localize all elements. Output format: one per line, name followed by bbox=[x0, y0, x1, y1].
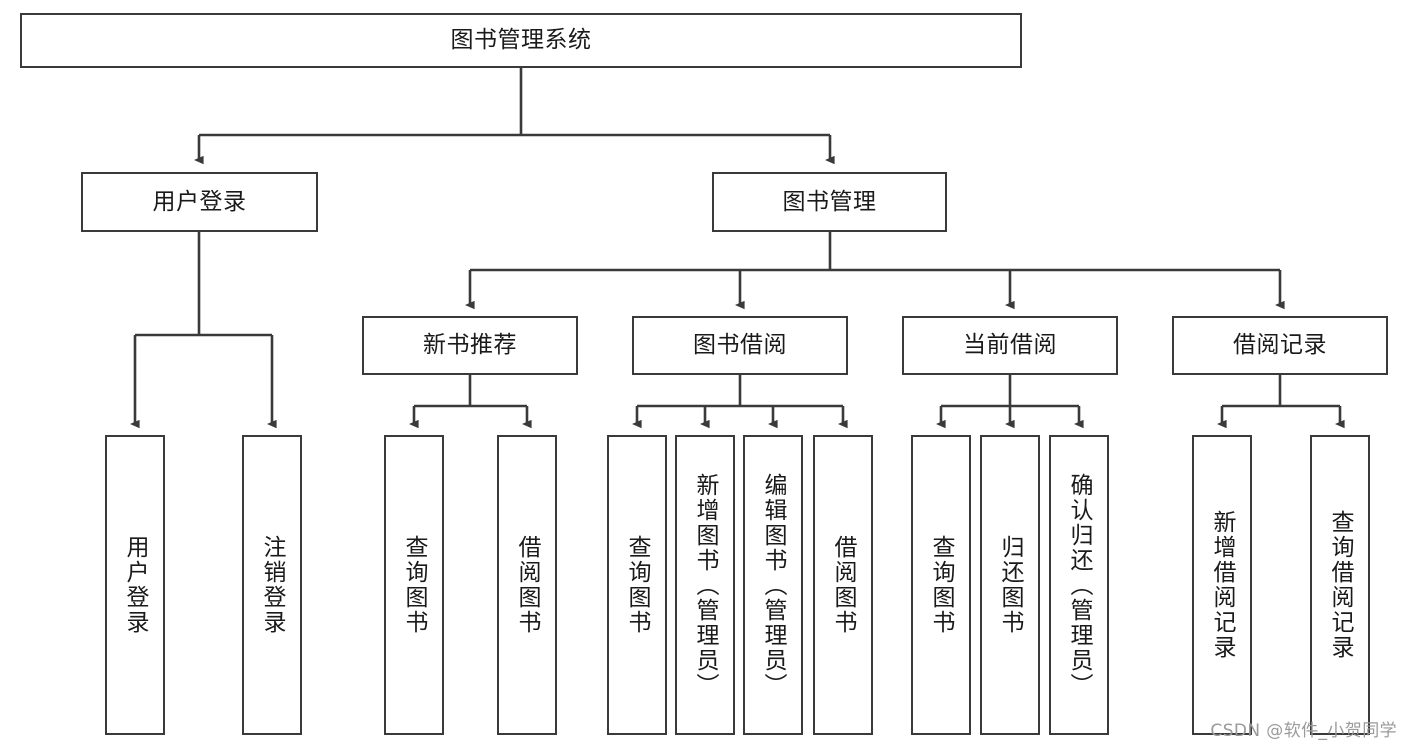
node-new-book-recommend-label: 新书推荐 bbox=[423, 332, 517, 359]
node-leaf-borrow-book-1-label: 借阅图书 bbox=[514, 535, 541, 635]
node-leaf-edit-book[interactable]: 编辑图书（管理员） bbox=[743, 435, 803, 735]
node-user-login[interactable]: 用户登录 bbox=[81, 172, 318, 232]
node-current-borrow[interactable]: 当前借阅 bbox=[902, 316, 1118, 375]
node-book-management-label: 图书管理 bbox=[782, 188, 877, 215]
node-leaf-confirm-return[interactable]: 确认归还（管理员） bbox=[1049, 435, 1109, 735]
node-book-borrow[interactable]: 图书借阅 bbox=[632, 316, 848, 375]
node-leaf-query-book-3[interactable]: 查询图书 bbox=[911, 435, 971, 735]
node-current-borrow-label: 当前借阅 bbox=[963, 332, 1057, 359]
node-leaf-user-login[interactable]: 用户登录 bbox=[105, 435, 165, 735]
node-root-system-label: 图书管理系统 bbox=[450, 27, 592, 54]
node-leaf-query-book-1-label: 查询图书 bbox=[401, 535, 428, 635]
node-borrow-record-label: 借阅记录 bbox=[1233, 332, 1327, 359]
node-leaf-logout-label: 注销登录 bbox=[259, 535, 286, 635]
node-root-system[interactable]: 图书管理系统 bbox=[20, 13, 1022, 68]
node-leaf-borrow-book-2[interactable]: 借阅图书 bbox=[813, 435, 873, 735]
node-book-borrow-label: 图书借阅 bbox=[693, 332, 787, 359]
node-leaf-query-book-3-label: 查询图书 bbox=[928, 535, 955, 635]
node-borrow-record[interactable]: 借阅记录 bbox=[1172, 316, 1388, 375]
node-leaf-return-book[interactable]: 归还图书 bbox=[980, 435, 1040, 735]
node-leaf-add-record-label: 新增借阅记录 bbox=[1209, 510, 1236, 660]
node-leaf-query-book-2-label: 查询图书 bbox=[624, 535, 651, 635]
node-leaf-query-record[interactable]: 查询借阅记录 bbox=[1310, 435, 1370, 735]
node-leaf-user-login-label: 用户登录 bbox=[122, 535, 149, 635]
node-leaf-logout[interactable]: 注销登录 bbox=[242, 435, 302, 735]
node-leaf-add-book[interactable]: 新增图书（管理员） bbox=[675, 435, 735, 735]
node-leaf-add-record[interactable]: 新增借阅记录 bbox=[1192, 435, 1252, 735]
node-leaf-add-book-label: 新增图书（管理员） bbox=[692, 472, 719, 698]
node-leaf-query-book-1[interactable]: 查询图书 bbox=[384, 435, 444, 735]
node-leaf-query-book-2[interactable]: 查询图书 bbox=[607, 435, 667, 735]
node-leaf-return-book-label: 归还图书 bbox=[997, 535, 1024, 635]
node-leaf-edit-book-label: 编辑图书（管理员） bbox=[760, 472, 787, 698]
node-new-book-recommend[interactable]: 新书推荐 bbox=[362, 316, 578, 375]
node-user-login-label: 用户登录 bbox=[152, 188, 247, 215]
csdn-watermark: CSDN @软件_小贺同学 bbox=[1210, 721, 1397, 741]
node-leaf-borrow-book-1[interactable]: 借阅图书 bbox=[497, 435, 557, 735]
node-leaf-confirm-return-label: 确认归还（管理员） bbox=[1066, 472, 1093, 698]
node-leaf-borrow-book-2-label: 借阅图书 bbox=[830, 535, 857, 635]
node-leaf-query-record-label: 查询借阅记录 bbox=[1327, 510, 1354, 660]
node-book-management[interactable]: 图书管理 bbox=[712, 172, 947, 232]
